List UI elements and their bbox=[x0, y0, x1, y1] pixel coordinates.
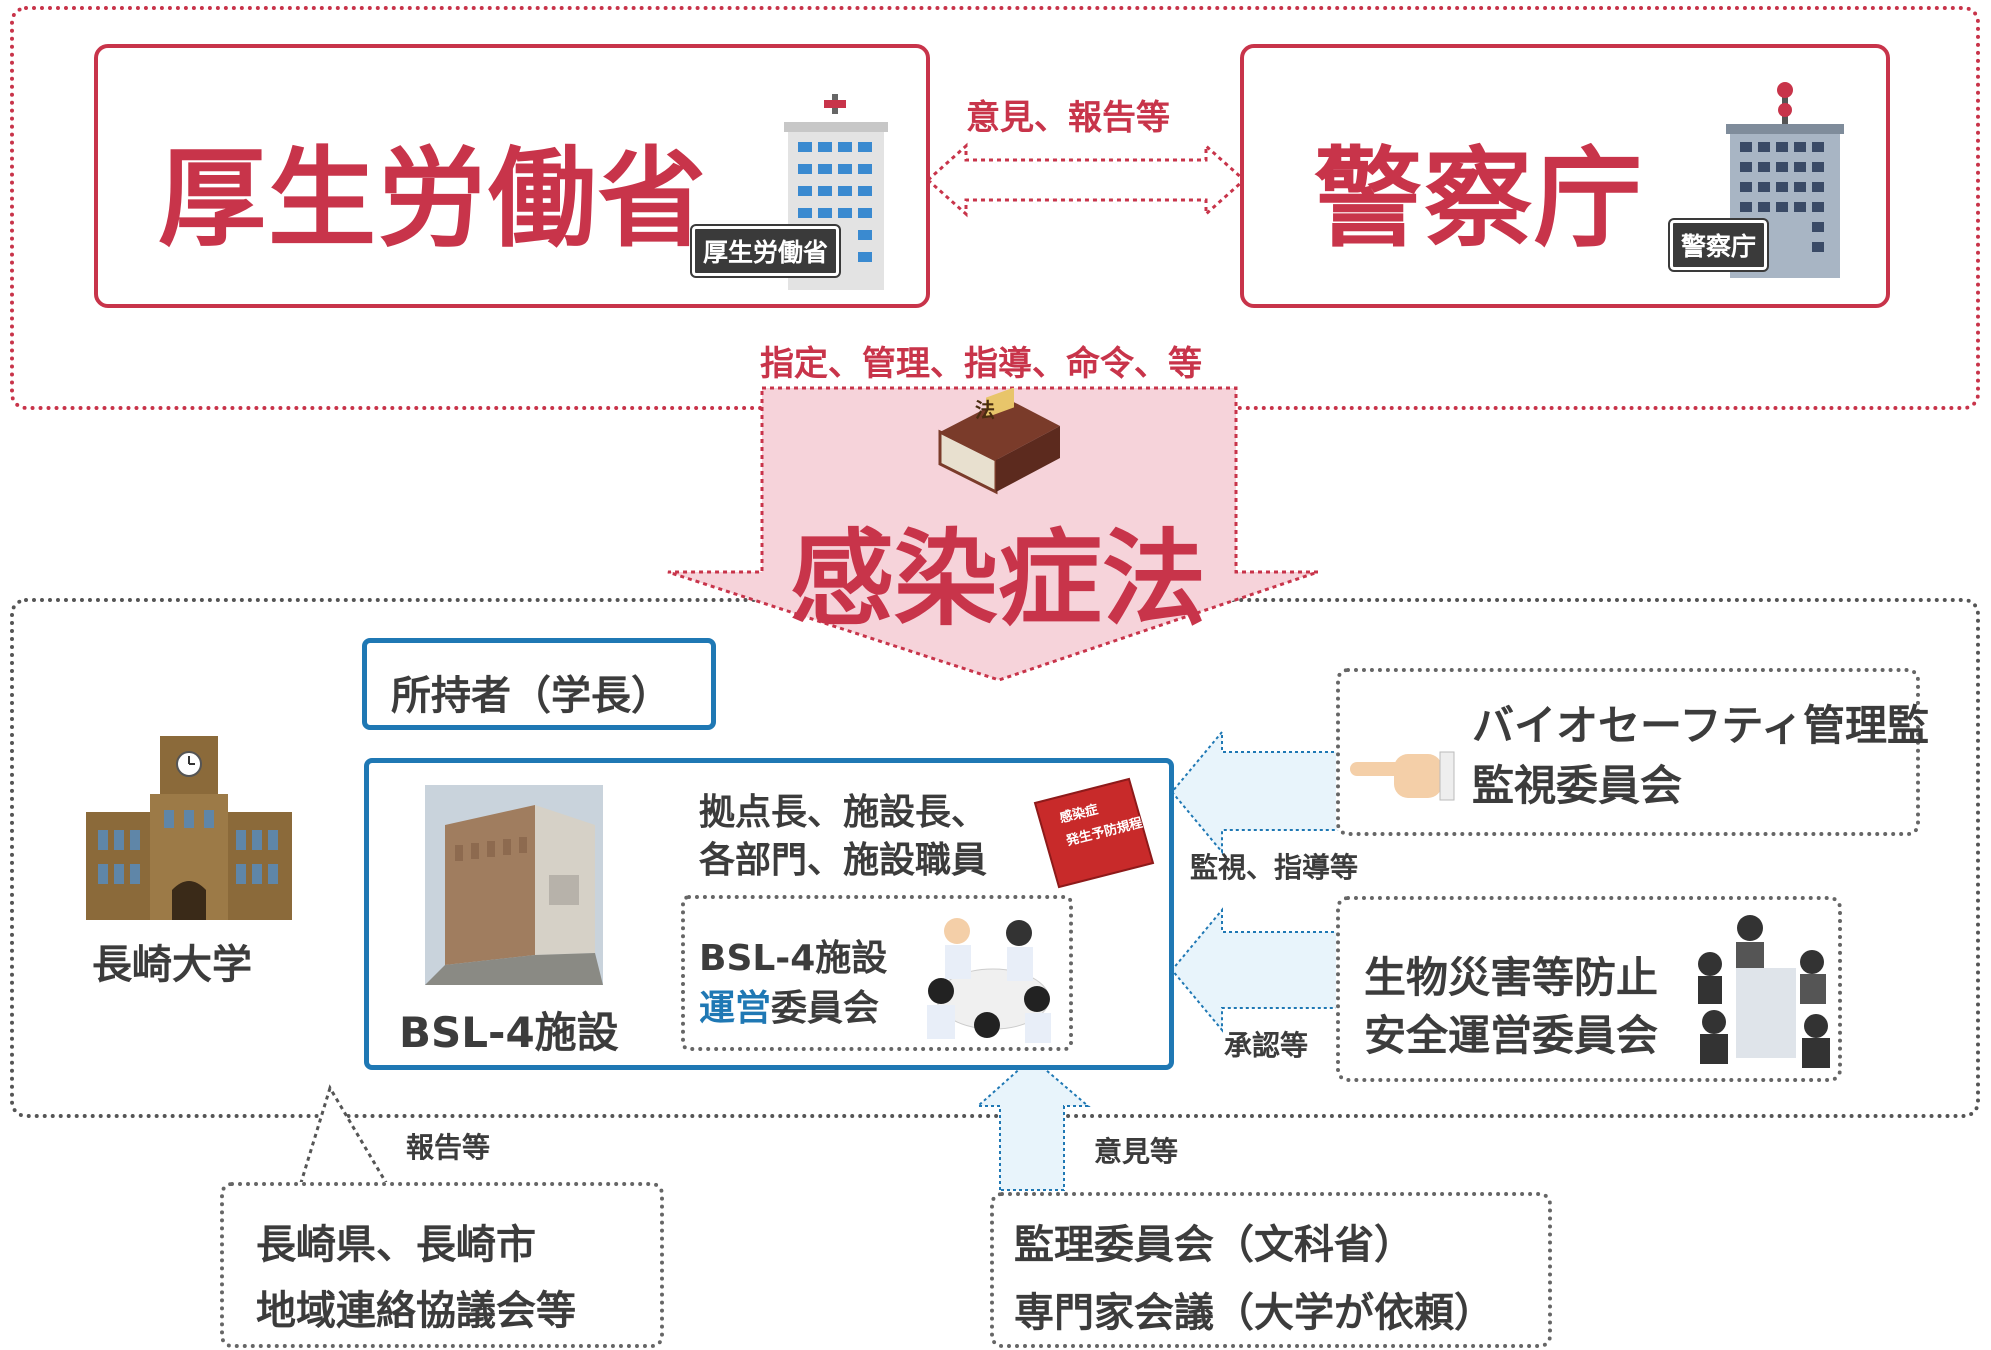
npa-building-icon bbox=[1726, 82, 1844, 278]
prevention-manual-icon bbox=[1033, 777, 1155, 889]
facility-name: BSL-4施設 bbox=[399, 1008, 619, 1057]
monitor-label: 監視、指導等 bbox=[1190, 851, 1359, 884]
opinion-arrow bbox=[975, 1056, 1091, 1191]
committee-rest: 委員会 bbox=[771, 988, 880, 1029]
biohazard-line1: 生物災害等防止 bbox=[1364, 953, 1659, 1002]
exchange-label: 意見、報告等 bbox=[966, 98, 1170, 138]
law-book-label: 法 bbox=[975, 398, 995, 422]
npa-sign: 警察庁 bbox=[1670, 220, 1768, 270]
review-line2: 専門家会議（大学が依頼） bbox=[1014, 1290, 1494, 1336]
mhlw-sign: 厚生労働省 bbox=[692, 226, 840, 276]
approval-arrow bbox=[1170, 907, 1341, 1033]
committee-line1: BSL-4施設 bbox=[699, 938, 888, 979]
review-line1: 監理委員会（文科省） bbox=[1014, 1222, 1414, 1268]
owner-box: 所持者（学長） bbox=[362, 638, 716, 730]
approval-label: 承認等 bbox=[1224, 1029, 1309, 1062]
report-label: 報告等 bbox=[406, 1131, 491, 1164]
biohazard-line2: 安全運営委員会 bbox=[1364, 1011, 1659, 1060]
directive-label: 指定、管理、指導、命令、等 bbox=[760, 344, 1202, 384]
pointing-hand-icon bbox=[1350, 751, 1455, 801]
committee-highlight: 運営 bbox=[699, 988, 772, 1029]
meeting-people-icon bbox=[927, 918, 1051, 1043]
local-line1: 長崎県、長崎市 bbox=[256, 1222, 536, 1268]
biosafety-line1: バイオセーフティ管理監 bbox=[1472, 701, 1929, 750]
biosafety-box: バイオセーフティ管理監 監視委員会 bbox=[1336, 668, 1929, 836]
facility-box: BSL-4施設 拠点長、施設長、 各部門、施設職員 感染症 発生予防規程 BSL… bbox=[364, 758, 1174, 1070]
conference-people-icon bbox=[1698, 915, 1830, 1068]
opinion-label: 意見等 bbox=[1094, 1135, 1179, 1168]
biohazard-box: 生物災害等防止 安全運営委員会 bbox=[1336, 896, 1842, 1082]
mhlw-box: 厚生労働省 厚生労働省 bbox=[94, 44, 930, 308]
report-callout bbox=[297, 1084, 391, 1188]
mhlw-title: 厚生労働省 bbox=[158, 137, 709, 262]
exchange-double-arrow bbox=[925, 142, 1247, 218]
npa-title: 警察庁 bbox=[1314, 137, 1645, 262]
review-box: 監理委員会（文科省） 専門家会議（大学が依頼） bbox=[990, 1192, 1552, 1348]
operations-committee-box: BSL-4施設 運営委員会 bbox=[681, 895, 1073, 1051]
facility-staff-line1: 拠点長、施設長、 bbox=[699, 792, 988, 833]
university-building-icon bbox=[86, 736, 292, 920]
owner-label: 所持者（学長） bbox=[391, 673, 671, 719]
committee-line2: 運営委員会 bbox=[699, 979, 879, 1031]
law-title: 感染症法 bbox=[790, 518, 1207, 640]
npa-box: 警察庁 警察庁 bbox=[1240, 44, 1890, 308]
facility-photo bbox=[425, 785, 603, 985]
university-label: 長崎大学 bbox=[92, 942, 252, 988]
law-book-icon bbox=[938, 388, 1060, 495]
facility-staff-line2: 各部門、施設職員 bbox=[699, 840, 988, 881]
local-government-box: 長崎県、長崎市 地域連絡協議会等 bbox=[220, 1182, 664, 1348]
local-line2: 地域連絡協議会等 bbox=[256, 1288, 576, 1334]
law-arrow bbox=[667, 386, 1319, 682]
biosafety-line2: 監視委員会 bbox=[1472, 761, 1683, 810]
monitor-arrow bbox=[1170, 729, 1341, 855]
